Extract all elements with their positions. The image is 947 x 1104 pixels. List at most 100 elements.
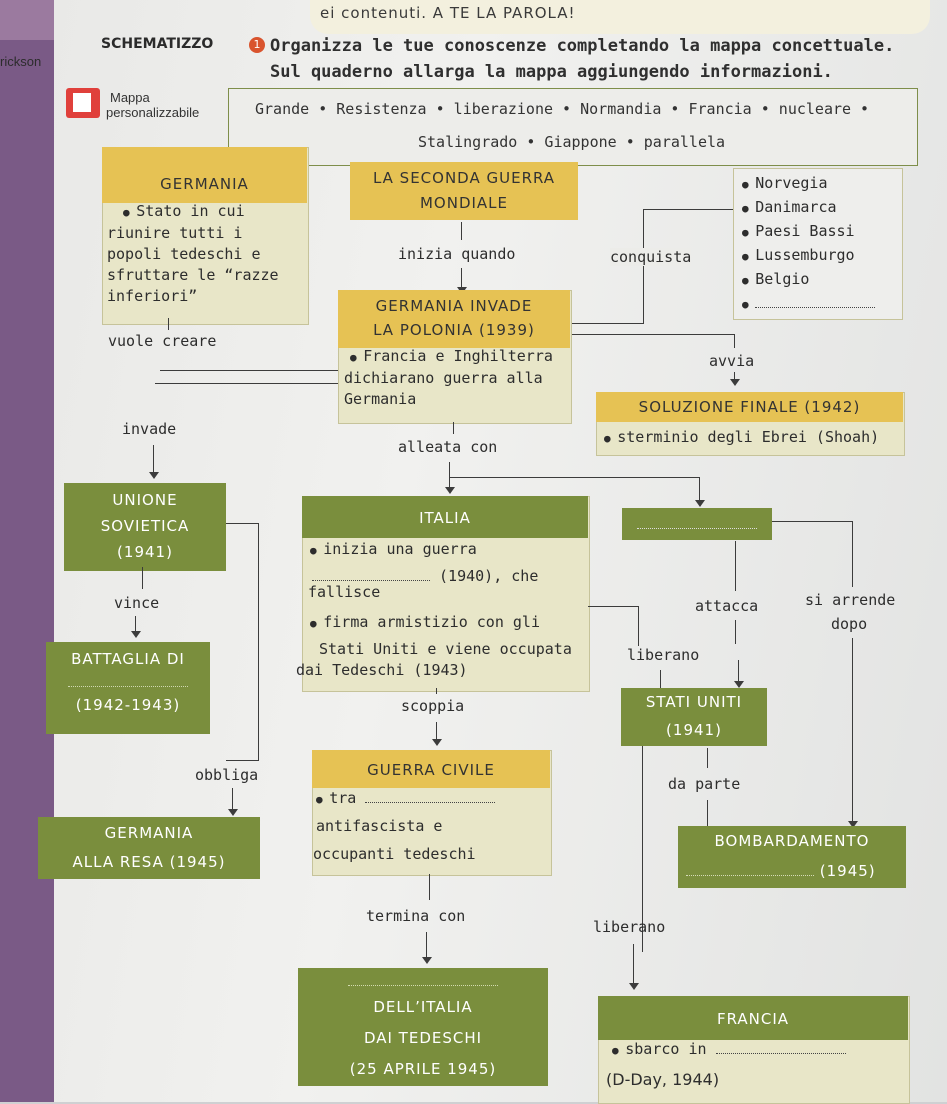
connector	[772, 521, 852, 522]
liberazione-box: DELL’ITALIA DAI TEDESCHI (25 APRILE 1945…	[298, 968, 548, 1086]
soluzione-text: sterminio degli Ebrei (Shoah)	[604, 428, 879, 446]
label-vuole-creare: vuole creare	[108, 332, 217, 350]
italia-text-1-value: inizia una guerra	[323, 540, 477, 558]
liberazione-line: DELL’ITALIA	[373, 998, 473, 1016]
italia-text-6: dai Tedeschi (1943)	[296, 661, 468, 679]
usa-line: STATI UNITI	[645, 693, 743, 711]
label-conquista: conquista	[610, 248, 692, 266]
mappa-icon[interactable]	[66, 88, 100, 118]
liberazione-line: DAI TEDESCHI	[363, 1029, 483, 1047]
connector	[226, 760, 259, 761]
connector	[642, 746, 643, 952]
blank-giappone[interactable]	[637, 528, 757, 529]
connector	[160, 370, 338, 371]
germania-text: Stato in cui riunire tutti i popoli tede…	[107, 201, 279, 307]
instruction-line-2: Sul quaderno allarga la mappa aggiungend…	[270, 62, 833, 82]
blank-nucleare[interactable]	[686, 875, 814, 876]
arrow-down	[228, 788, 238, 816]
connector	[643, 209, 733, 210]
mappa-label-2: personalizzabile	[106, 105, 200, 120]
label-invade: invade	[122, 420, 177, 438]
country-blank[interactable]	[755, 307, 876, 308]
mappa-label-1: Mappa	[110, 90, 150, 105]
battaglia-box: BATTAGLIA DI (1942-1943)	[46, 642, 210, 734]
arrow-down	[131, 616, 141, 638]
arrow-down	[629, 944, 639, 990]
connector	[643, 209, 644, 323]
guerra-civile-title: GUERRA CIVILE	[312, 750, 550, 788]
usa-line: (1941)	[666, 721, 722, 739]
battaglia-title: BATTAGLIA DI	[71, 650, 185, 668]
label-attacca: attacca	[695, 597, 759, 615]
header-strip: ei contenuti. A TE LA PAROLA!	[310, 0, 930, 34]
connector	[852, 638, 853, 678]
connector	[734, 334, 735, 348]
gc-text-1-value: tra	[329, 789, 357, 807]
blank-stalingrado[interactable]	[68, 686, 188, 687]
connector	[735, 541, 736, 591]
polonia-line: Germania	[344, 390, 417, 408]
label-termina-con: termina con	[366, 907, 466, 925]
francia-text-2: (D-Day, 1944)	[606, 1070, 720, 1089]
label-obbliga: obbliga	[195, 766, 259, 784]
connector	[142, 567, 143, 589]
germania-title: GERMANIA	[102, 147, 307, 203]
italia-text-2-value: (1940), che	[439, 567, 539, 585]
soluzione-title: SOLUZIONE FINALE (1942)	[596, 392, 903, 422]
germania-line: sfruttare le “razze	[107, 266, 279, 284]
urss-box: UNIONE SOVIETICA (1941)	[64, 483, 226, 571]
germania-line: Stato in cui	[136, 202, 245, 220]
germania-line: riunire tutti i	[107, 224, 243, 242]
gc-text-2: antifascista e	[316, 817, 443, 835]
italia-text-5: Stati Uniti e viene occupata	[319, 640, 572, 658]
italia-title: ITALIA	[302, 496, 588, 538]
center-title-box: LA SECONDA GUERRA MONDIALE	[350, 162, 578, 220]
section-label: SCHEMATIZZO	[101, 36, 214, 52]
country: Paesi Bassi	[755, 222, 855, 240]
connector	[429, 874, 430, 900]
instruction-line-1: Organizza le tue conoscenze completando …	[270, 36, 895, 56]
label-vince: vince	[114, 594, 160, 612]
connector	[572, 334, 734, 335]
polonia-title-2: LA POLONIA (1939)	[373, 321, 535, 339]
center-title-2: MONDIALE	[419, 194, 509, 212]
connector	[449, 477, 699, 478]
connector	[638, 606, 639, 646]
urss-line: (1941)	[117, 543, 173, 561]
bomb-year: (1945)	[819, 862, 876, 880]
germania-line: popoli tedeschi e	[107, 245, 261, 263]
connector	[852, 521, 853, 587]
usa-box: STATI UNITI (1941)	[621, 688, 767, 746]
blank-guerra[interactable]	[312, 580, 430, 581]
connector	[461, 222, 462, 240]
urss-line: UNIONE	[112, 491, 178, 509]
blank-liberazione[interactable]	[348, 985, 498, 986]
resa-box: GERMANIA ALLA RESA (1945)	[38, 817, 260, 879]
polonia-line: dichiarano guerra alla	[344, 369, 543, 387]
arrow-down	[848, 678, 858, 828]
center-title-1: LA SECONDA GUERRA	[372, 169, 556, 187]
blank-normandia[interactable]	[715, 1053, 846, 1054]
germania-line: inferiori”	[107, 287, 198, 305]
word-bank-row-2: Stalingrado • Giappone • parallela	[418, 133, 726, 151]
label-inizia-quando: inizia quando	[398, 245, 516, 263]
connector	[453, 422, 454, 434]
arrow-down	[422, 932, 432, 964]
italia-text-4-value: firma armistizio con gli	[323, 613, 540, 631]
arrow-down	[457, 268, 467, 294]
connector	[155, 383, 338, 384]
connector	[226, 523, 258, 524]
country: Lussemburgo	[755, 246, 855, 264]
connector	[168, 318, 169, 330]
label-da-parte: da parte	[668, 775, 741, 793]
label-liberano-1: liberano	[627, 646, 700, 664]
gc-text-1: tra	[316, 789, 496, 807]
exercise-number: 1	[249, 37, 265, 53]
country: Danimarca	[755, 198, 837, 216]
connector	[660, 670, 661, 688]
connector	[572, 323, 644, 324]
arrow-down	[695, 477, 705, 507]
arrow-up	[707, 748, 708, 768]
blank-resistenza[interactable]	[365, 802, 496, 803]
connector	[735, 620, 736, 644]
